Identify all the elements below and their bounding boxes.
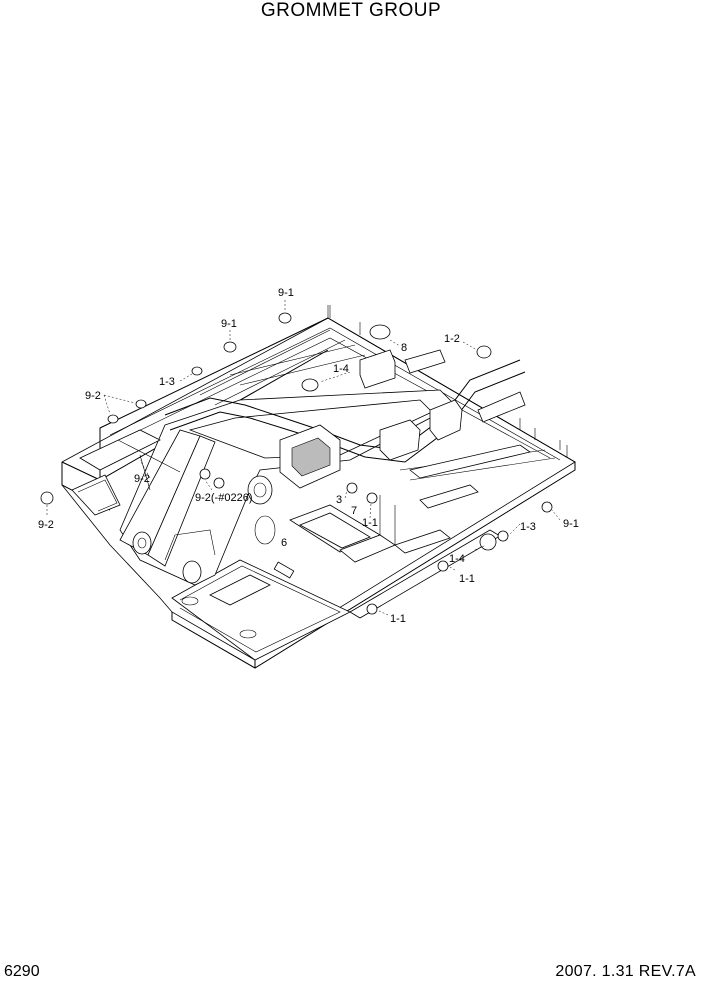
callout-1-1-right: 1-1 — [459, 573, 475, 585]
callout-9-1-right: 9-1 — [563, 518, 579, 530]
callout-9-2-mid: 9-2 — [134, 473, 150, 485]
grommet-parts — [40, 312, 553, 615]
callout-1-3-left: 1-3 — [159, 376, 175, 388]
callout-6: 6 — [281, 537, 287, 549]
revision-date: 2007. 1.31 REV.7A — [555, 963, 696, 980]
callout-1-3-right: 1-3 — [520, 521, 536, 533]
callout-9-2-bottom: 9-2 — [38, 519, 54, 531]
callout-8: 8 — [401, 342, 407, 354]
callout-labels: 9-1 9-1 8 1-2 1-4 1-3 9-2 9-2 9-2(-#0226… — [38, 287, 579, 625]
callout-9-1-left: 9-1 — [221, 318, 237, 330]
callout-9-2-serial: 9-2(-#0226) — [195, 492, 252, 504]
callout-1-1-bottom: 1-1 — [390, 613, 406, 625]
callout-9-1-top: 9-1 — [278, 287, 294, 299]
upper-frame-drawing — [61, 305, 576, 669]
leader-lines — [46, 300, 561, 616]
callout-3: 3 — [336, 494, 342, 506]
page-title: GROMMET GROUP — [260, 0, 442, 21]
callout-1-1-mid: 1-1 — [362, 517, 378, 529]
callout-9-2-left: 9-2 — [85, 390, 101, 402]
callout-1-2: 1-2 — [444, 333, 460, 345]
page-number: 6290 — [4, 963, 40, 980]
callout-7: 7 — [351, 505, 357, 517]
callout-1-4-right: 1-4 — [449, 553, 465, 565]
callout-1-4-top: 1-4 — [333, 363, 349, 375]
